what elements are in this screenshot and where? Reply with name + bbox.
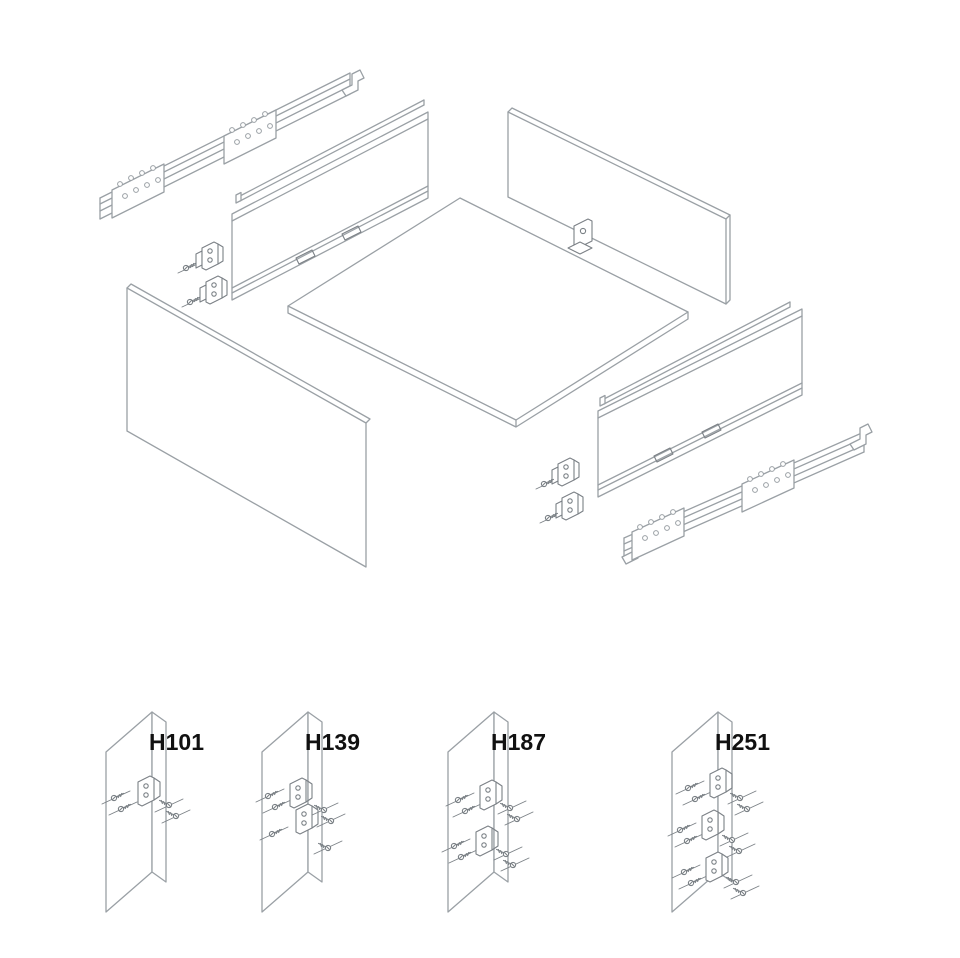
variant-label: H139 bbox=[305, 729, 360, 755]
front-fixing-bracket bbox=[555, 491, 584, 521]
variant-label: H187 bbox=[491, 729, 546, 755]
back-panel bbox=[507, 107, 731, 305]
locking-device bbox=[701, 423, 722, 439]
runner-rear-hook bbox=[849, 423, 873, 451]
runner-rear-hook bbox=[341, 69, 365, 97]
variant-h101: H101 bbox=[101, 711, 204, 913]
left-drawer-runner bbox=[99, 69, 365, 220]
screw bbox=[186, 296, 201, 306]
right-drawer-runner bbox=[621, 423, 873, 565]
variant-h187: H187 bbox=[441, 711, 546, 913]
screw bbox=[506, 813, 521, 823]
front-fixing-bracket bbox=[551, 457, 580, 487]
screw bbox=[736, 803, 751, 813]
center-bracket bbox=[567, 218, 593, 255]
variant-label: H101 bbox=[149, 729, 204, 755]
front-brackets-right bbox=[535, 457, 584, 524]
exploded-drawer-assembly bbox=[99, 69, 873, 568]
drawer-bottom-panel bbox=[287, 197, 689, 428]
variant-label: H251 bbox=[715, 729, 770, 755]
front-fixing-bracket bbox=[195, 241, 224, 271]
right-gallery-rail bbox=[599, 301, 791, 407]
screw bbox=[165, 810, 180, 820]
locking-device bbox=[653, 447, 674, 463]
locking-device bbox=[341, 225, 362, 241]
screw bbox=[182, 262, 197, 272]
front-brackets-left bbox=[177, 241, 228, 308]
variant-h251: H251 bbox=[667, 711, 770, 913]
cabinet-side-panel bbox=[126, 283, 371, 568]
variant-h139: H139 bbox=[255, 711, 360, 913]
front-fixing-bracket bbox=[199, 275, 228, 305]
left-drawer-side-panel bbox=[231, 111, 429, 301]
locking-device bbox=[295, 249, 316, 265]
left-gallery-rail bbox=[235, 99, 425, 204]
screw bbox=[732, 887, 747, 897]
right-drawer-side-panel bbox=[597, 308, 803, 498]
height-variants: H101 H139 bbox=[101, 711, 770, 913]
